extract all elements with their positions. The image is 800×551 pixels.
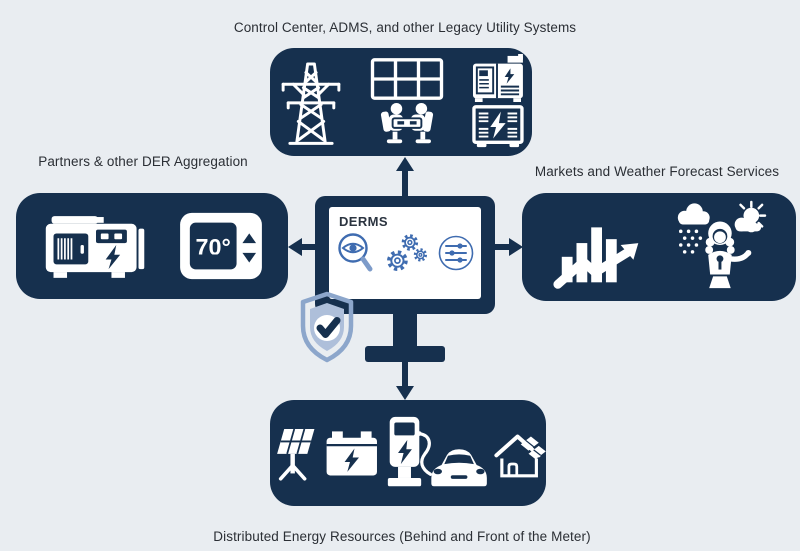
control-room-icon bbox=[370, 58, 444, 144]
market-trend-chart-icon bbox=[553, 227, 639, 289]
ev-charger-icon bbox=[387, 416, 487, 487]
battery-icon bbox=[326, 431, 377, 476]
thermostat-down-icon bbox=[242, 252, 257, 263]
derms-screen: DERMS bbox=[329, 207, 481, 299]
thermostat-setpoint: 70° bbox=[196, 234, 231, 260]
sun-icon bbox=[734, 200, 767, 233]
eye-magnifier-icon bbox=[338, 233, 373, 272]
thermostat-up-icon bbox=[242, 233, 257, 244]
top-node-box bbox=[270, 48, 532, 156]
sliders-icon bbox=[438, 235, 474, 271]
solar-panel-icon bbox=[277, 428, 315, 481]
right-node-box bbox=[522, 193, 796, 301]
bottom-node-box bbox=[270, 400, 546, 506]
switchgear-cabinets-icon bbox=[472, 54, 524, 148]
derms-monitor: DERMS bbox=[315, 196, 495, 314]
solar-house-icon bbox=[494, 434, 546, 478]
person bbox=[705, 221, 752, 289]
derms-title: DERMS bbox=[339, 214, 388, 229]
arrow-right-icon bbox=[481, 238, 523, 256]
thermostat-icon: 70° bbox=[180, 212, 262, 280]
car-icon bbox=[430, 449, 487, 487]
right-node-label: Markets and Weather Forecast Services bbox=[534, 164, 780, 179]
monitor-stand-base bbox=[365, 346, 445, 362]
shield-check-icon bbox=[300, 291, 354, 363]
arrow-down-icon bbox=[396, 358, 414, 400]
bottom-node-label: Distributed Energy Resources (Behind and… bbox=[213, 529, 591, 544]
top-node-label: Control Center, ADMS, and other Legacy U… bbox=[233, 20, 577, 35]
generator-icon bbox=[45, 216, 145, 278]
transmission-tower-icon bbox=[281, 62, 341, 145]
arrow-up-icon bbox=[396, 157, 414, 199]
gears-icon bbox=[387, 234, 428, 272]
weather-forecaster-icon bbox=[677, 200, 767, 289]
monitor-stand-neck bbox=[393, 313, 417, 348]
left-node-label: Partners & other DER Aggregation bbox=[38, 154, 248, 169]
left-node-box: 70° bbox=[16, 193, 288, 299]
arrow-left-icon bbox=[288, 238, 330, 256]
